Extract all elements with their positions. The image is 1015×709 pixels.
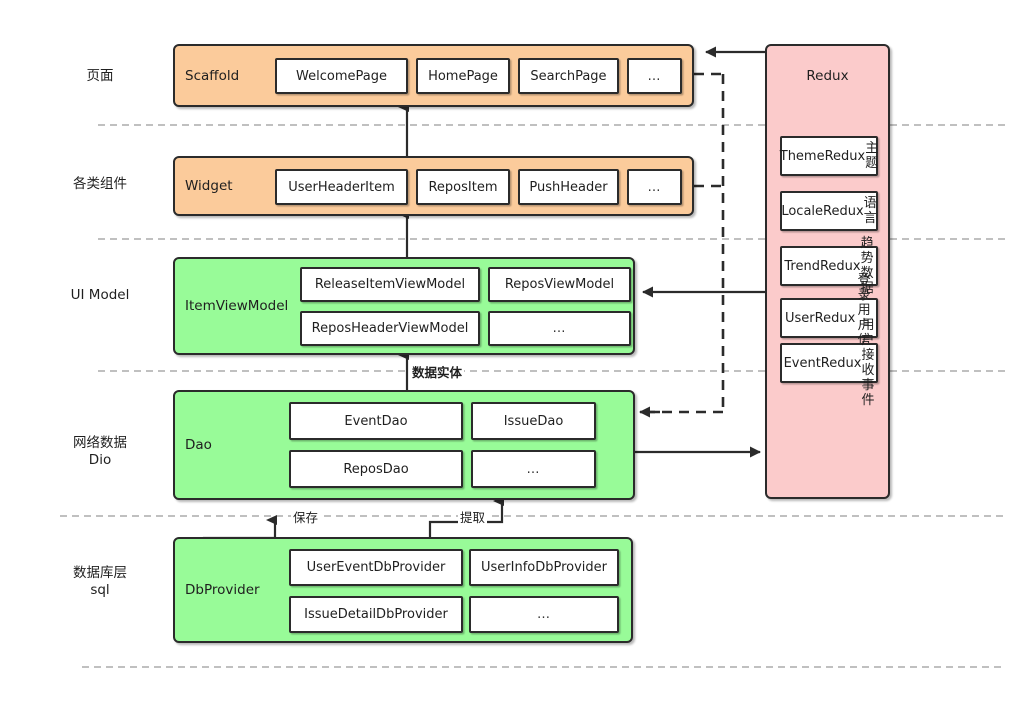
chip-issue-detail-db-provider[interactable]: IssueDetailDbProvider (289, 596, 463, 633)
chip-theme-redux[interactable]: ThemeRedux 主题 (780, 136, 878, 176)
chip-trend-redux-name: TrendRedux (784, 258, 861, 274)
edge-label-fetch: 提取 (458, 507, 488, 526)
chip-welcome-page[interactable]: WelcomePage (275, 58, 408, 94)
dashed-bus-group (643, 72, 725, 414)
layer-scaffold[interactable]: Scaffold WelcomePage HomePage SearchPage… (173, 44, 694, 107)
edge-label-entity: 数据实体 (410, 362, 465, 381)
row-label-database: 数据库层 sql (73, 565, 127, 598)
row-label-widgets: 各类组件 (73, 176, 127, 192)
chip-trend-redux-desc: 趋势数据 (860, 236, 874, 296)
chip-user-header-item[interactable]: UserHeaderItem (275, 169, 408, 205)
layer-dao-title: Dao (185, 437, 212, 453)
chip-theme-redux-desc: 主题 (865, 141, 879, 171)
chip-locale-redux[interactable]: LocaleRedux 语言 (780, 191, 878, 231)
edge-label-save: 保存 (291, 507, 321, 526)
chip-repos-viewmodel[interactable]: ReposViewModel (488, 267, 631, 302)
chip-event-redux-desc: 用户接收事件 (861, 318, 875, 408)
layer-scaffold-title: Scaffold (185, 67, 240, 84)
chip-user-event-db-provider[interactable]: UserEventDbProvider (289, 549, 463, 586)
chip-repos-header-viewmodel[interactable]: ReposHeaderViewModel (300, 311, 480, 346)
panel-redux[interactable]: Redux ThemeRedux 主题 LocaleRedux 语言 Trend… (765, 44, 890, 499)
layer-dbprovider-title: DbProvider (185, 582, 260, 598)
layer-widget[interactable]: Widget UserHeaderItem ReposItem PushHead… (173, 156, 694, 216)
chip-trend-redux[interactable]: TrendRedux 趋势数据 (780, 236, 878, 296)
chip-theme-redux-name: ThemeRedux (779, 148, 866, 164)
chip-user-redux[interactable]: UserRedux 登录用户信息 (780, 273, 878, 363)
chip-repos-item[interactable]: ReposItem (416, 169, 510, 205)
chip-push-header[interactable]: PushHeader (518, 169, 619, 205)
layer-dbprovider[interactable]: DbProvider UserEventDbProvider UserInfoD… (173, 537, 633, 643)
panel-redux-title: Redux (806, 68, 849, 84)
chip-user-info-db-provider[interactable]: UserInfoDbProvider (469, 549, 619, 586)
chip-widget-more[interactable]: … (627, 169, 682, 205)
chip-issue-dao[interactable]: IssueDao (471, 402, 596, 440)
chip-home-page[interactable]: HomePage (416, 58, 510, 94)
chip-dao-more[interactable]: … (471, 450, 596, 488)
layer-dao[interactable]: Dao EventDao IssueDao ReposDao … (173, 390, 635, 500)
layer-itemviewmodel-title: ItemViewModel (185, 298, 289, 314)
chip-repos-dao[interactable]: ReposDao (289, 450, 463, 488)
chip-release-item-viewmodel[interactable]: ReleaseItemViewModel (300, 267, 480, 302)
row-label-page: 页面 (86, 68, 114, 84)
chip-search-page[interactable]: SearchPage (518, 58, 619, 94)
chip-viewmodel-more[interactable]: … (488, 311, 631, 346)
row-label-ui-model: UI Model (70, 287, 130, 303)
chip-locale-redux-desc: 语言 (863, 196, 877, 226)
chip-scaffold-more[interactable]: … (627, 58, 682, 94)
chip-event-dao[interactable]: EventDao (289, 402, 463, 440)
chip-event-redux-name: EventRedux (783, 355, 862, 371)
chip-locale-redux-name: LocaleRedux (781, 203, 864, 219)
chip-user-redux-name: UserRedux (785, 310, 856, 326)
chip-dbprovider-more[interactable]: … (469, 596, 619, 633)
layer-widget-title: Widget (185, 178, 233, 194)
layer-itemviewmodel[interactable]: ItemViewModel ReleaseItemViewModel Repos… (173, 257, 635, 355)
chip-event-redux[interactable]: EventRedux 用户接收事件 (780, 318, 878, 408)
row-label-network: 网络数据 Dio (73, 435, 127, 468)
